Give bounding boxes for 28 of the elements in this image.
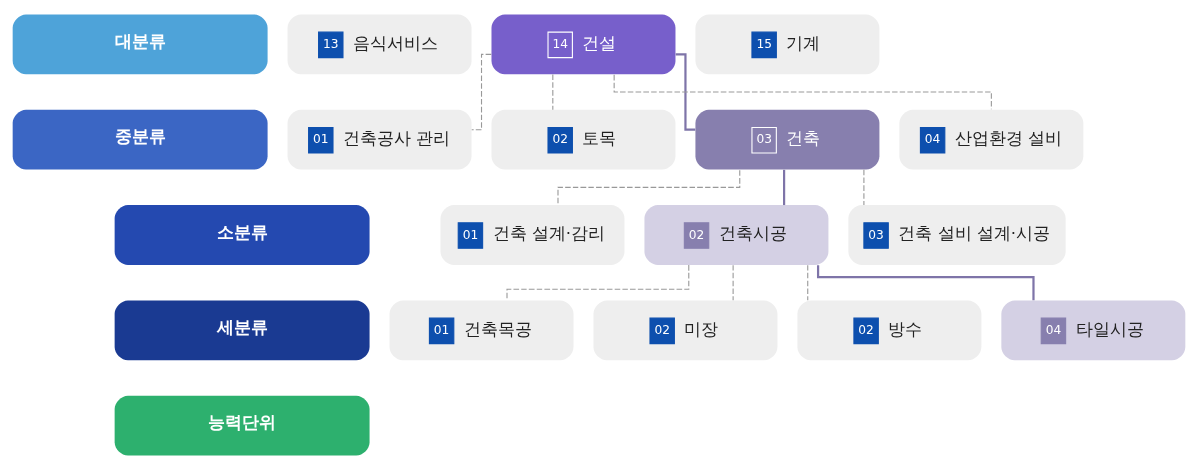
node-box: 01 건축공사 관리 <box>287 109 472 170</box>
connector <box>807 264 809 301</box>
node-box: 04 산업환경 설비 <box>899 109 1084 170</box>
node-box: 02 건축시공 <box>644 205 829 265</box>
node-box: 01 건축 설계·감리 <box>440 205 625 265</box>
connector <box>613 74 992 110</box>
connector <box>783 169 786 206</box>
node-box: 대분류 <box>12 14 268 75</box>
node-box: 14 건설 <box>491 14 676 75</box>
node-box: 04 타일시공 <box>1001 300 1186 361</box>
node-box: 능력단위 <box>114 395 370 456</box>
node-box: 03 건축 설비 설계·시공 <box>848 205 1066 265</box>
node-box: 01 건축목공 <box>389 300 574 361</box>
connector <box>817 265 1035 301</box>
node-box: 02 미장 <box>593 300 778 361</box>
node-box: 15 기계 <box>695 14 880 75</box>
connector <box>863 169 865 206</box>
connector <box>732 264 734 301</box>
node-box: 세분류 <box>114 300 370 361</box>
connector <box>675 53 696 131</box>
node-box: 03 건축 <box>695 109 880 170</box>
node-box: 02 방수 <box>797 300 982 361</box>
node-box: 소분류 <box>114 205 370 265</box>
node-box: 중분류 <box>12 109 268 170</box>
node-box: 13 음식서비스 <box>287 14 472 75</box>
node-box: 02 토목 <box>491 109 676 170</box>
connector <box>557 169 741 206</box>
connector <box>552 73 554 111</box>
